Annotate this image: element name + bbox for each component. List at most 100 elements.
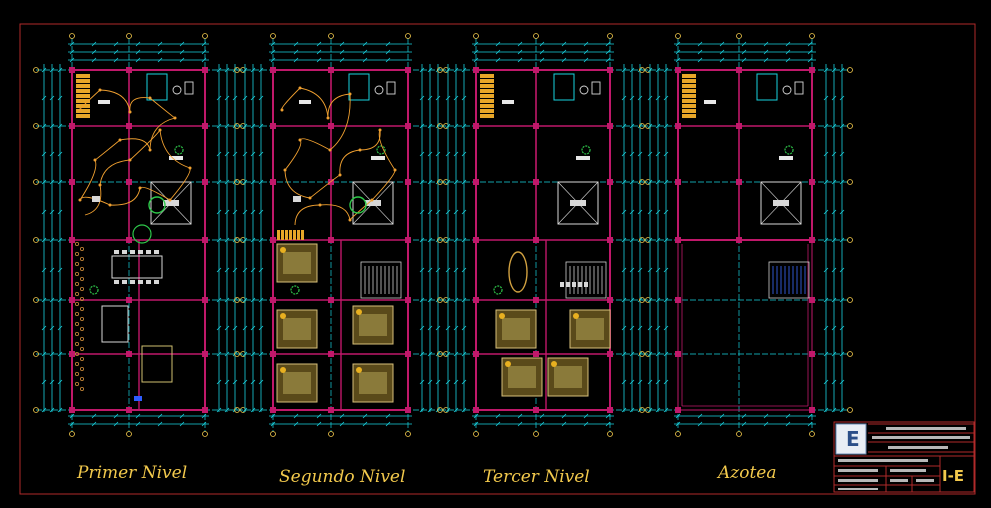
axis-bubble xyxy=(639,67,645,73)
stair-step xyxy=(682,109,696,113)
dimension-tick xyxy=(655,379,661,385)
dimension-tick xyxy=(697,41,703,47)
column xyxy=(607,67,613,73)
dimension-tick xyxy=(49,123,55,129)
dimension-tick xyxy=(49,209,55,215)
dimension-tick xyxy=(419,67,425,73)
dimension-tick xyxy=(435,179,441,185)
dimension-tick xyxy=(629,123,635,129)
column xyxy=(473,297,479,303)
light-point xyxy=(93,158,97,162)
dimension-tick xyxy=(224,67,230,73)
light-point xyxy=(98,183,102,187)
column xyxy=(607,407,613,413)
washbasin xyxy=(794,81,804,95)
axis-bubble xyxy=(202,431,208,437)
dimension-tick xyxy=(697,57,703,63)
dimension-tick xyxy=(250,297,256,303)
toilet xyxy=(172,85,182,95)
dimension-tick xyxy=(427,297,433,303)
dimension-tick xyxy=(427,123,433,129)
dimension-tick xyxy=(663,67,669,73)
shower xyxy=(146,73,168,101)
circuit-wire xyxy=(319,204,351,221)
dimension-tick xyxy=(427,151,433,157)
dimension-tick xyxy=(823,351,829,357)
dimension-tick xyxy=(201,413,207,419)
axis-bubble xyxy=(69,431,75,437)
dimension-tick xyxy=(41,151,47,157)
dimension-tick xyxy=(224,267,230,273)
dimension-tick xyxy=(435,325,441,331)
stair-step xyxy=(285,230,288,240)
stair-step xyxy=(480,74,494,78)
dimension-tick xyxy=(41,379,47,385)
dimension-tick xyxy=(663,379,669,385)
dimension-tick xyxy=(135,57,141,63)
dimension-tick xyxy=(461,179,467,185)
garden-gravel xyxy=(75,331,80,336)
washbasin xyxy=(591,81,601,95)
bed-cover xyxy=(576,318,604,340)
level-label-azotea: Azotea xyxy=(718,463,777,483)
light-well xyxy=(557,181,599,225)
dimension-tick xyxy=(435,67,441,73)
stair-step xyxy=(76,114,90,118)
dimension-tick xyxy=(629,351,635,357)
nightstand-lamp xyxy=(573,313,579,319)
dimension-tick xyxy=(157,49,163,55)
dimension-tick xyxy=(637,67,643,73)
dimension-tick xyxy=(41,95,47,101)
dimension-tick xyxy=(741,421,747,427)
dimension-tick xyxy=(823,123,829,129)
dining-chair xyxy=(138,280,143,284)
dimension-tick xyxy=(807,413,813,419)
dimension-tick xyxy=(675,41,681,47)
column xyxy=(270,351,276,357)
axis-bubble xyxy=(33,237,39,243)
axis-bubble xyxy=(607,431,613,437)
stair-step xyxy=(480,84,494,88)
dimension-tick xyxy=(663,179,669,185)
dimension-tick xyxy=(629,325,635,331)
axis-bubble xyxy=(607,33,613,39)
dimension-tick xyxy=(839,325,845,331)
garden-gravel xyxy=(75,271,80,276)
dimension-tick xyxy=(655,297,661,303)
column xyxy=(675,179,681,185)
column xyxy=(473,179,479,185)
dimension-tick xyxy=(224,325,230,331)
dimension-tick xyxy=(157,421,163,427)
dimension-tick xyxy=(57,379,63,385)
column xyxy=(69,407,75,413)
dimension-tick xyxy=(461,237,467,243)
dimension-tick xyxy=(250,95,256,101)
dimension-tick xyxy=(561,41,567,47)
central-staircase xyxy=(565,261,607,299)
dimension-tick xyxy=(561,57,567,63)
dimension-tick xyxy=(823,297,829,303)
dimension-tick xyxy=(445,151,451,157)
toilet xyxy=(579,85,589,95)
dining-chair xyxy=(138,250,143,254)
column xyxy=(202,123,208,129)
nightstand-lamp xyxy=(280,247,286,253)
room-tag xyxy=(576,156,590,160)
electrical-circuits xyxy=(280,86,397,226)
garden-gravel xyxy=(75,261,80,266)
dimension-tick xyxy=(453,325,459,331)
garden-gravel xyxy=(80,256,85,261)
light-well xyxy=(150,181,192,225)
dimension-tick xyxy=(831,297,837,303)
light-point xyxy=(118,138,122,142)
plant-icon xyxy=(89,285,99,295)
dimension-tick xyxy=(49,351,55,357)
dining-chair xyxy=(122,250,127,254)
dimension-tick xyxy=(157,41,163,47)
garden-gravel xyxy=(75,381,80,386)
dimension-tick xyxy=(831,179,837,185)
dimension-tick xyxy=(293,41,299,47)
axis-bubble xyxy=(847,351,853,357)
dimension-tick xyxy=(57,267,63,273)
dimension-tick xyxy=(242,179,248,185)
